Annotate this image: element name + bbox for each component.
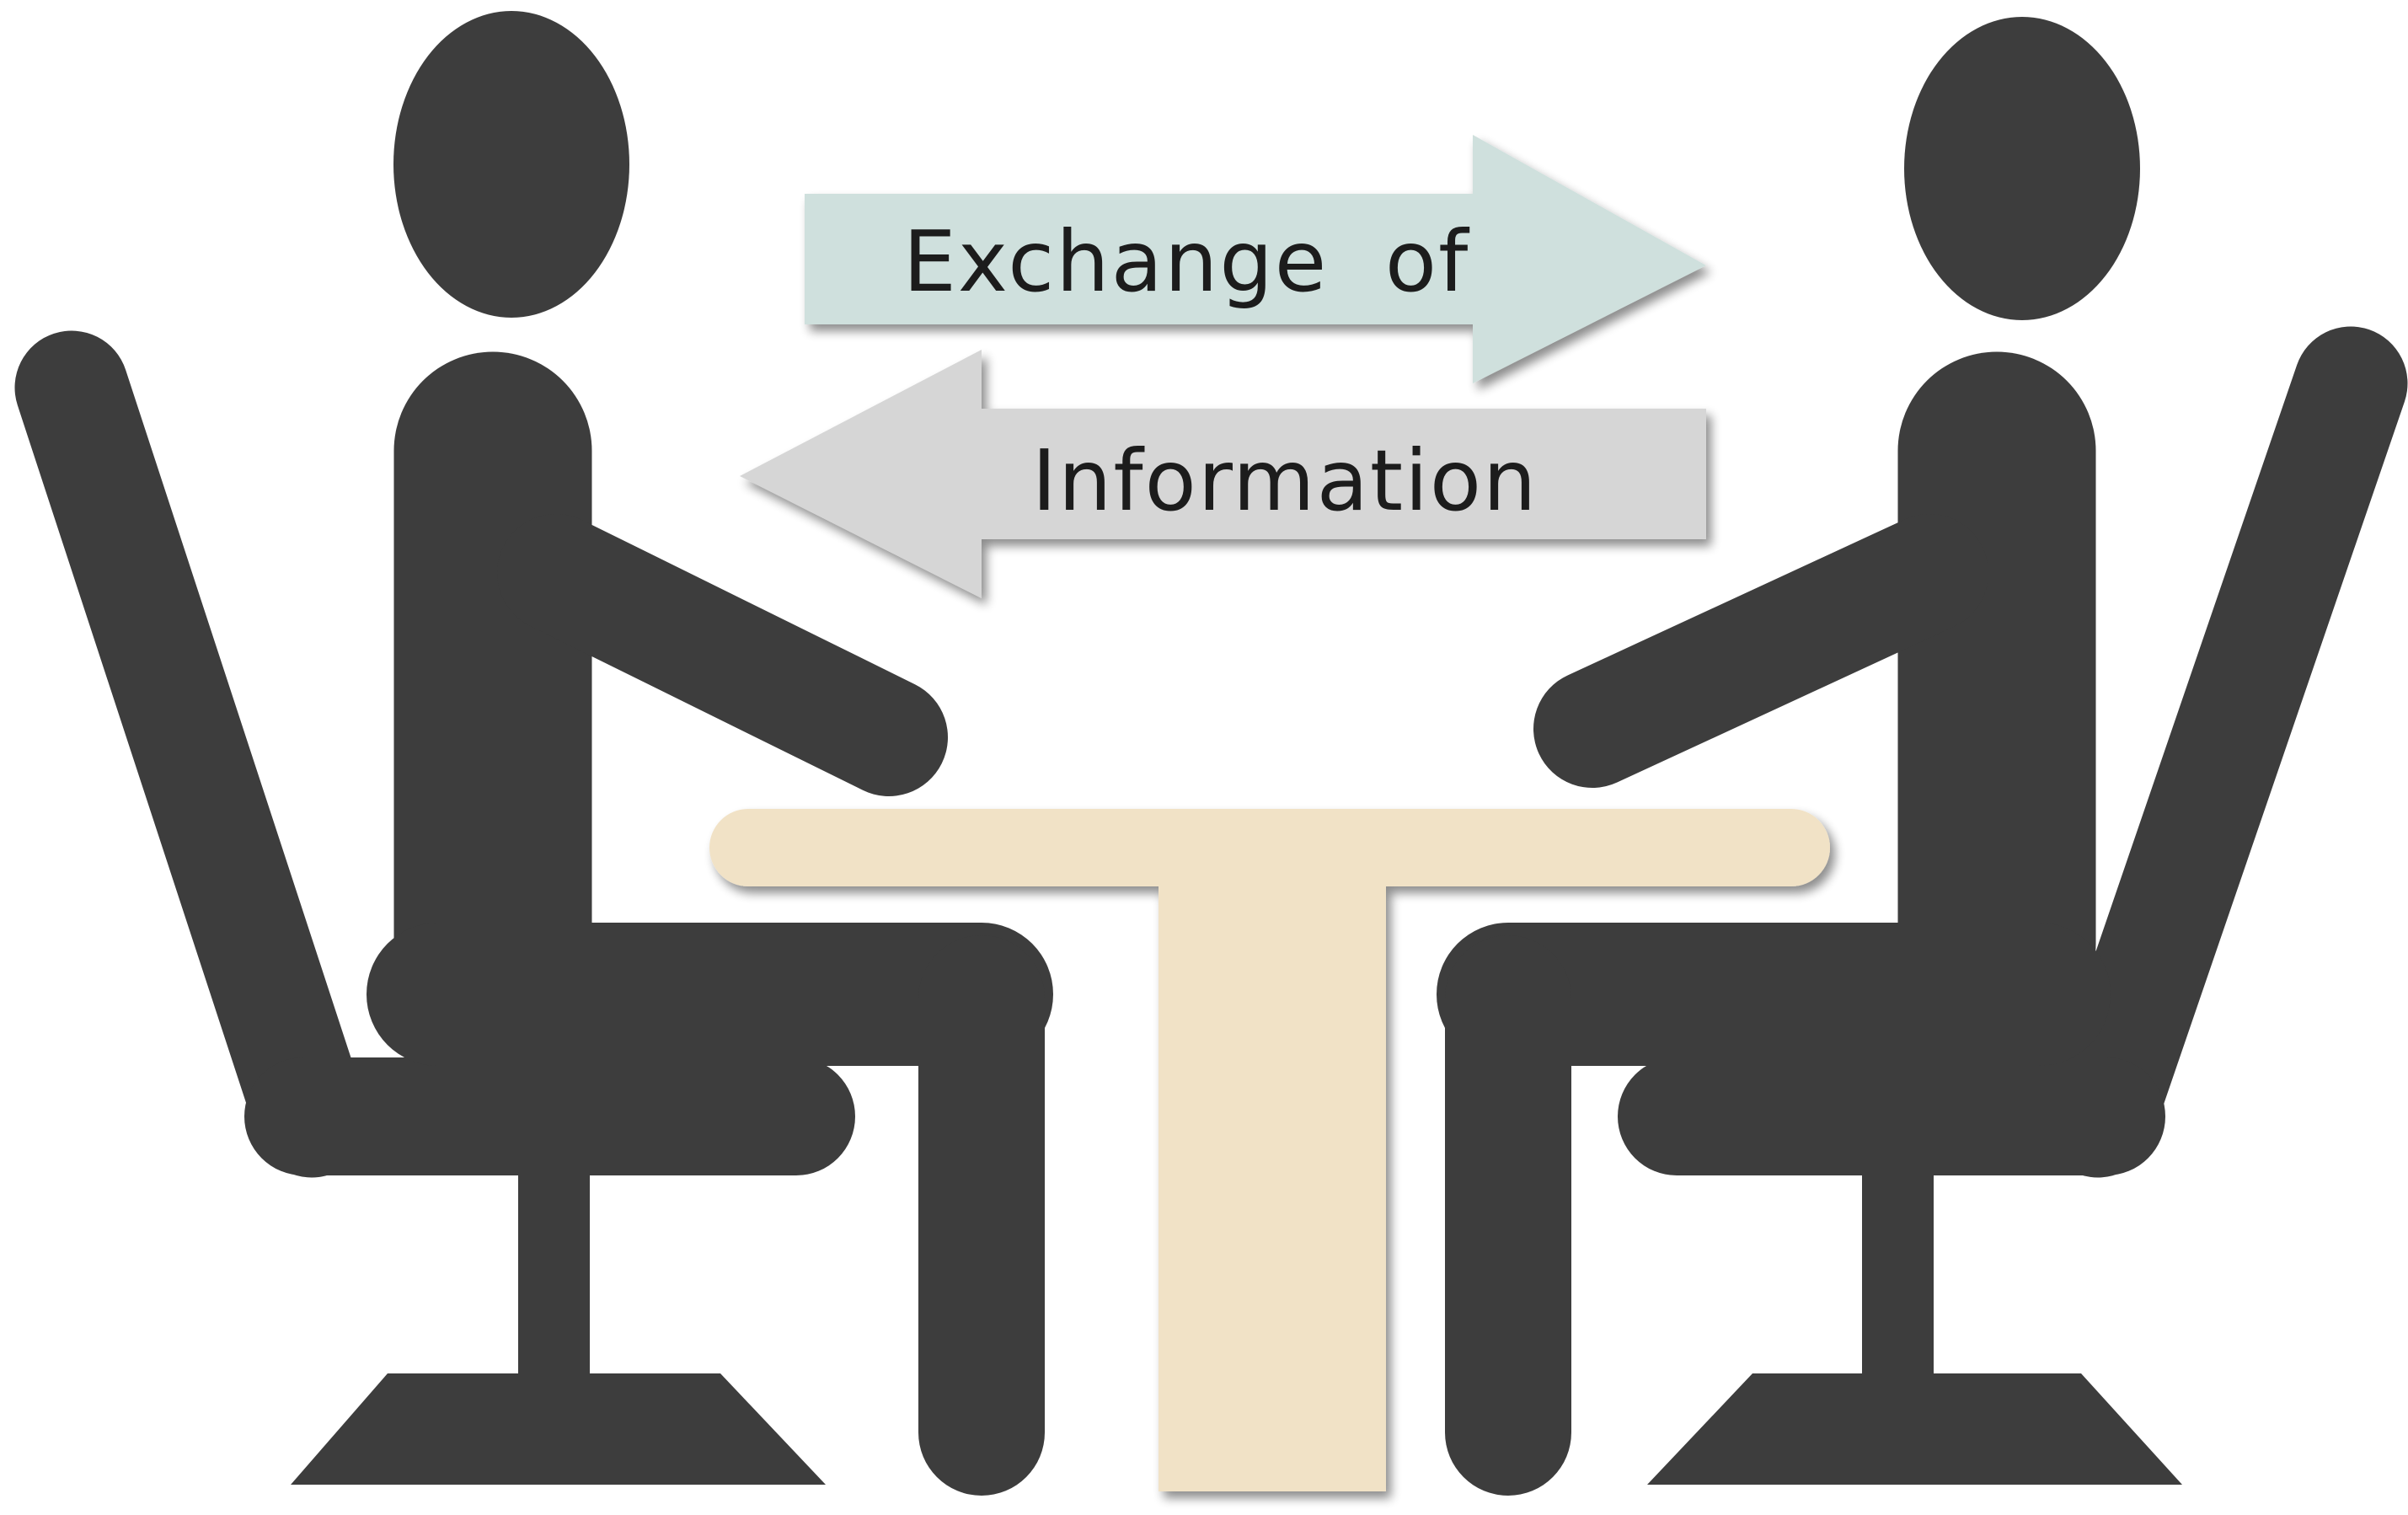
right-person-head [1904, 17, 2140, 320]
right-chair-base [1647, 1373, 2182, 1485]
exchange-arrow-right: Exchange of [805, 135, 1706, 383]
table-leg [1159, 885, 1386, 1491]
right-person [1437, 17, 2140, 1496]
right-chair [1618, 326, 2408, 1485]
left-chair-base [291, 1373, 826, 1485]
left-person-head [393, 11, 629, 318]
table-top [709, 809, 1830, 886]
table [709, 809, 1830, 1491]
left-person-arm [497, 514, 948, 796]
right-chair-back [2041, 326, 2408, 1178]
arrow-right-label: Exchange of [903, 212, 1470, 311]
arrow-left-shape [740, 350, 1706, 598]
left-person [367, 11, 1053, 1496]
arrow-right-shape [805, 135, 1706, 383]
left-chair-back [14, 330, 369, 1178]
left-chair [14, 330, 855, 1485]
arrow-left-label: Information [1032, 431, 1538, 530]
right-person-arm [1533, 514, 1988, 788]
exchange-arrow-left: Information [740, 350, 1706, 598]
